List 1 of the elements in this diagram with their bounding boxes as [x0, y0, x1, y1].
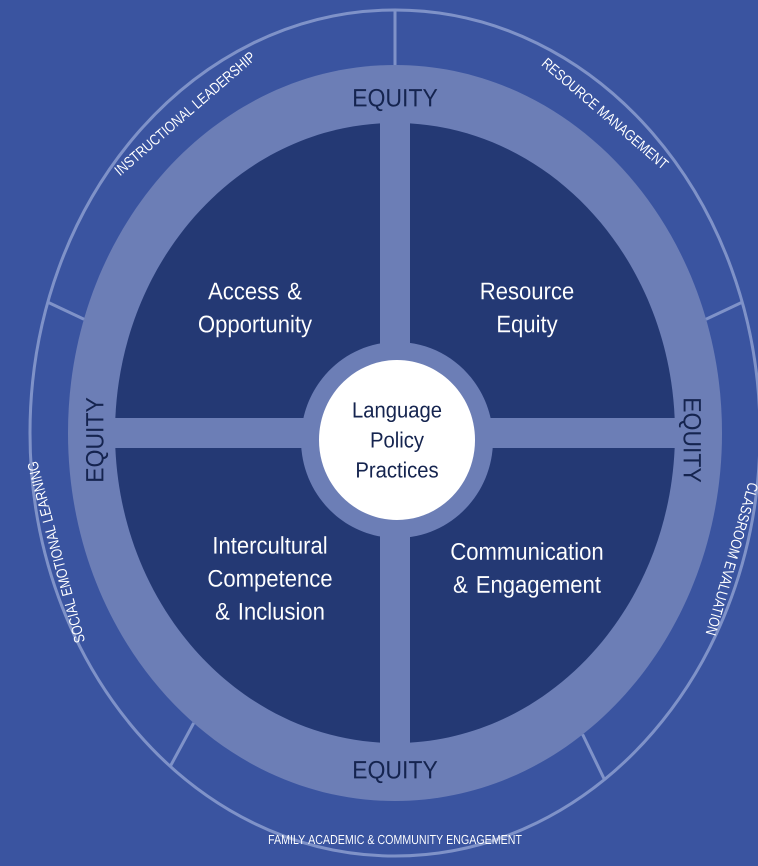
- segment-label: FAMILY ACADEMIC & COMMUNITY ENGAGEMENT: [268, 834, 522, 844]
